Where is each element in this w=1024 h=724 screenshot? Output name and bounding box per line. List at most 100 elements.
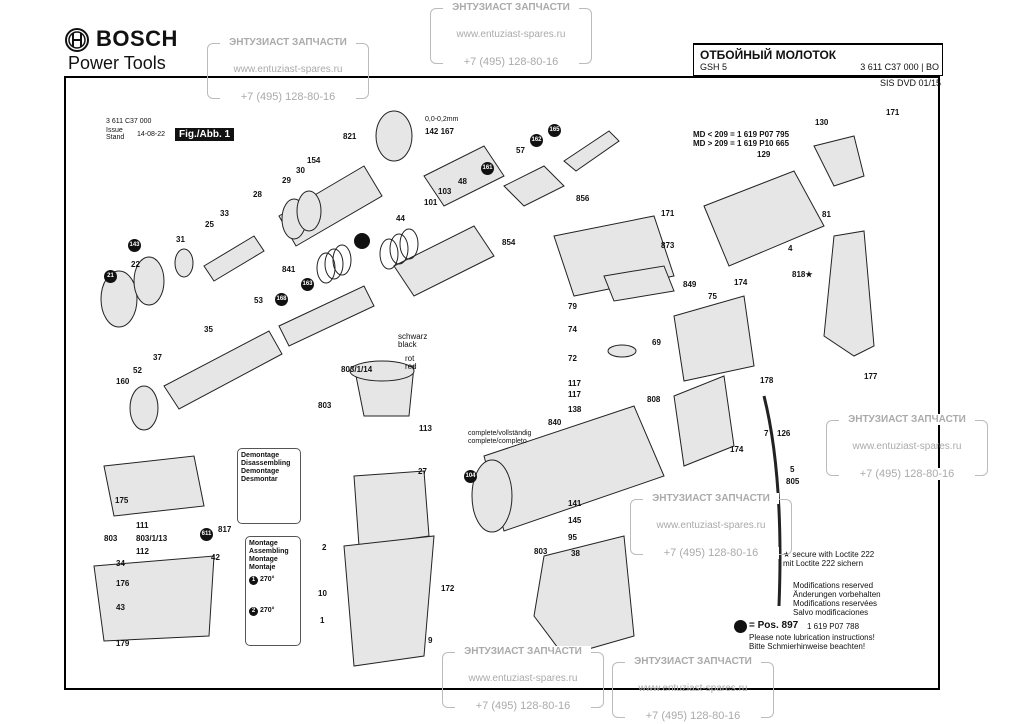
watermark-phone: +7 (495) 128-80-16 bbox=[839, 468, 975, 480]
callout: 171 bbox=[661, 209, 675, 218]
callout: 52 bbox=[133, 366, 142, 375]
lubrication-callout: 21 bbox=[104, 270, 117, 283]
figure-label: Fig./Abb. 1 bbox=[175, 128, 235, 141]
callout: 160 bbox=[116, 377, 130, 386]
callout: 111 bbox=[136, 521, 149, 530]
callout: 2 bbox=[322, 543, 327, 552]
callout: 101 bbox=[424, 198, 438, 207]
watermark-box: ЭНТУЗИАСТ ЗАПЧАСТИ www.entuziast-spares.… bbox=[442, 646, 604, 712]
callout: 803 bbox=[318, 401, 332, 410]
callout: 856 bbox=[576, 194, 590, 203]
watermark-url: www.entuziast-spares.ru bbox=[656, 520, 766, 531]
callout: 95 bbox=[568, 533, 577, 542]
callout: 172 bbox=[441, 584, 455, 593]
lubrication-callout: 168 bbox=[275, 293, 288, 306]
callout: 873 bbox=[661, 241, 675, 250]
loctite-note: ★ secure with Loctite 222 mit Loctite 22… bbox=[783, 550, 875, 568]
callout: 130 bbox=[815, 118, 829, 127]
issue-label: Issue Stand bbox=[106, 127, 125, 141]
brand-subtitle: Power Tools bbox=[68, 53, 166, 73]
watermark-name: ЭНТУЗИАСТ ЗАПЧАСТИ bbox=[625, 656, 761, 667]
watermark-name: ЭНТУЗИАСТ ЗАПЧАСТИ bbox=[455, 646, 591, 657]
watermark-name: ЭНТУЗИАСТ ЗАПЧАСТИ bbox=[220, 37, 356, 48]
callout: 1 bbox=[320, 616, 325, 625]
lube-position: = Pos. 897 bbox=[749, 620, 799, 631]
callout: 74 bbox=[568, 325, 577, 334]
callout: 142 167 bbox=[425, 127, 454, 136]
sheet-number: 3 611 C37 000 bbox=[106, 118, 152, 125]
callout: 154 bbox=[307, 156, 321, 165]
callout: 4 bbox=[788, 244, 793, 253]
callout: 129 bbox=[757, 150, 771, 159]
callout: 72 bbox=[568, 354, 577, 363]
watermark-url: www.entuziast-spares.ru bbox=[638, 683, 748, 694]
step-number: 2 bbox=[249, 607, 258, 616]
tolerance-note: 0,0-0,2mm bbox=[425, 116, 459, 123]
rotation-angle: 270° bbox=[259, 576, 275, 583]
watermark-box: ЭНТУЗИАСТ ЗАПЧАСТИ www.entuziast-spares.… bbox=[826, 414, 988, 480]
callout: 117 bbox=[568, 379, 581, 388]
callout: 79 bbox=[568, 302, 577, 311]
watermark-box: ЭНТУЗИАСТ ЗАПЧАСТИ www.entuziast-spares.… bbox=[630, 493, 792, 559]
callout: 10 bbox=[318, 589, 327, 598]
watermark-phone: +7 (495) 128-80-16 bbox=[455, 700, 591, 712]
lubrication-dot: 45 bbox=[354, 233, 370, 249]
callout: 805 bbox=[786, 477, 800, 486]
callout: 34 bbox=[116, 559, 125, 568]
watermark-url: www.entuziast-spares.ru bbox=[233, 64, 343, 75]
doc-ref: SIS DVD 01/15 bbox=[879, 78, 941, 88]
callout: 175 bbox=[115, 496, 129, 505]
callout: 817 bbox=[218, 525, 232, 534]
callout: 42 bbox=[211, 553, 220, 562]
callout: 9 bbox=[428, 636, 433, 645]
callout: 69 bbox=[652, 338, 661, 347]
callout: 841 bbox=[282, 265, 296, 274]
callout: 113 bbox=[419, 424, 432, 433]
callout: 141 bbox=[568, 499, 582, 508]
callout: 25 bbox=[205, 220, 214, 229]
watermark-box: ЭНТУЗИАСТ ЗАПЧАСТИ www.entuziast-spares.… bbox=[207, 37, 369, 103]
lubrication-callout: 104 bbox=[464, 470, 477, 483]
lubrication-callout: 165 bbox=[548, 124, 561, 137]
model-name: GSH 5 bbox=[700, 62, 728, 72]
callout: 176 bbox=[116, 579, 130, 588]
callout: 818★ bbox=[792, 270, 813, 279]
callout: 43 bbox=[116, 603, 125, 612]
document-title: ОТБОЙНЫЙ МОЛОТОК bbox=[700, 48, 837, 62]
lubrication-callout: 161 bbox=[481, 162, 494, 175]
part-number: 3 611 C37 000 | BO bbox=[860, 62, 939, 72]
callout: 7 bbox=[764, 429, 769, 438]
watermark-url: www.entuziast-spares.ru bbox=[468, 673, 578, 684]
step-2: 2 270° bbox=[249, 607, 297, 616]
assembly-box: Montage Assembling Montage Montaje 1 270… bbox=[245, 536, 301, 646]
exploded-parts-drawing bbox=[93, 110, 875, 667]
callout: 29 bbox=[282, 176, 291, 185]
lubrication-callout: 611 bbox=[200, 528, 213, 541]
step-number: 1 bbox=[249, 576, 258, 585]
callout: 57 bbox=[516, 146, 525, 155]
callout: 81 bbox=[822, 210, 831, 219]
callout: 22 bbox=[131, 260, 140, 269]
callout: 37 bbox=[153, 353, 162, 362]
watermark-phone: +7 (495) 128-80-16 bbox=[625, 710, 761, 722]
callout: 174 bbox=[730, 445, 744, 454]
title-block: ОТБОЙНЫЙ МОЛОТОК GSH 5 3 611 C37 000 | B… bbox=[693, 43, 943, 76]
lubrication-callout: 162 bbox=[530, 134, 543, 147]
assembly-title: Montage Assembling Montage Montaje bbox=[249, 540, 289, 571]
step-1: 1 270° bbox=[249, 576, 297, 585]
callout: 145 bbox=[568, 516, 582, 525]
md-note-1: MD < 209 = 1 619 P07 795 bbox=[693, 130, 790, 139]
callout: 48 bbox=[458, 177, 467, 186]
callout: 171 bbox=[886, 108, 900, 117]
callout: 174 bbox=[734, 278, 748, 287]
callout: 821 bbox=[343, 132, 357, 141]
watermark-box: ЭНТУЗИАСТ ЗАПЧАСТИ www.entuziast-spares.… bbox=[430, 2, 592, 68]
brand-logo: BOSCH bbox=[96, 26, 178, 51]
watermark-box: ЭНТУЗИАСТ ЗАПЧАСТИ www.entuziast-spares.… bbox=[612, 656, 774, 722]
callout: 53 bbox=[254, 296, 263, 305]
watermark-url: www.entuziast-spares.ru bbox=[456, 29, 566, 40]
rotation-angle: 270° bbox=[259, 607, 275, 614]
lubrication-note: Please note lubrication instructions! Bi… bbox=[749, 633, 875, 651]
callout: 28 bbox=[253, 190, 262, 199]
watermark-phone: +7 (495) 128-80-16 bbox=[643, 547, 779, 559]
